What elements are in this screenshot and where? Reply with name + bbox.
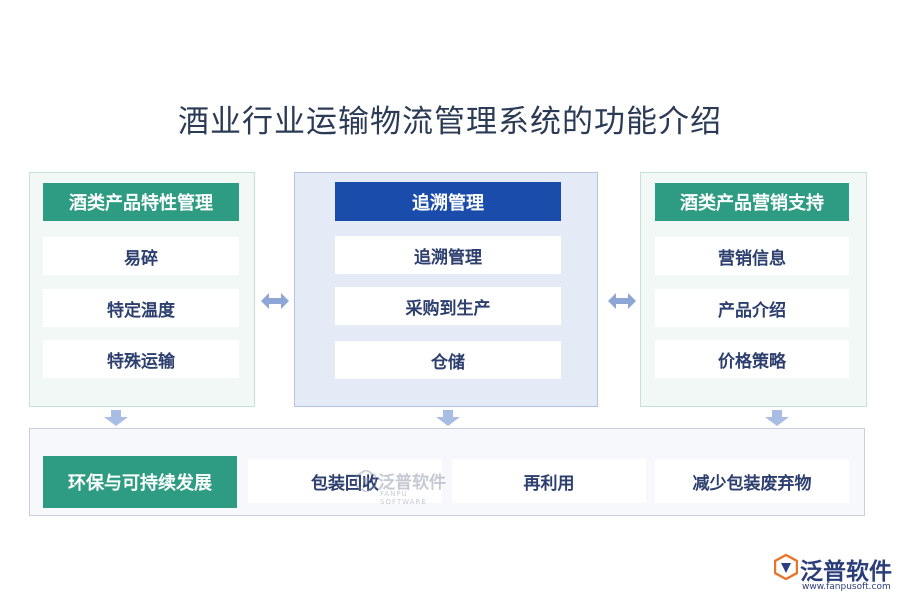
brand-logo: 泛普软件 www.fanpusoft.com xyxy=(774,552,894,598)
panel-header: 酒类产品特性管理 xyxy=(43,183,239,221)
down-arrow-icon xyxy=(765,410,789,426)
list-item: 追溯管理 xyxy=(335,236,561,274)
list-item: 再利用 xyxy=(452,459,646,503)
down-arrow-icon xyxy=(104,410,128,426)
panel-header: 环保与可持续发展 xyxy=(43,456,237,508)
down-arrow-icon xyxy=(436,410,460,426)
list-item: 营销信息 xyxy=(655,237,849,275)
fanpu-logo-icon xyxy=(356,470,376,492)
panel-sustainability: 环保与可持续发展 包装回收 再利用 减少包装废弃物 xyxy=(29,428,865,516)
list-item: 包装回收 xyxy=(248,459,442,503)
panel-header: 追溯管理 xyxy=(335,182,561,221)
watermark-subtext: FANPU SOFTWARE xyxy=(380,490,427,506)
brand-url: www.fanpusoft.com xyxy=(802,582,891,592)
panel-traceability: 追溯管理 追溯管理 采购到生产 仓储 xyxy=(294,172,598,407)
list-item: 特殊运输 xyxy=(43,340,239,378)
double-arrow-icon xyxy=(261,293,289,309)
brand-name: 泛普软件 xyxy=(800,559,892,585)
list-item: 采购到生产 xyxy=(335,287,561,325)
panel-marketing-support: 酒类产品营销支持 营销信息 产品介绍 价格策略 xyxy=(640,172,867,407)
watermark-text: 泛普软件 xyxy=(378,473,446,493)
fanpu-logo-icon xyxy=(774,554,798,580)
watermark: 泛普软件 FANPU SOFTWARE xyxy=(356,466,456,506)
list-item: 减少包装废弃物 xyxy=(655,459,849,503)
panel-product-characteristics: 酒类产品特性管理 易碎 特定温度 特殊运输 xyxy=(29,172,255,407)
double-arrow-icon xyxy=(608,293,636,309)
page-title: 酒业行业运输物流管理系统的功能介绍 xyxy=(178,104,722,140)
panel-header: 酒类产品营销支持 xyxy=(655,183,849,221)
list-item: 价格策略 xyxy=(655,340,849,378)
list-item: 易碎 xyxy=(43,237,239,275)
list-item: 特定温度 xyxy=(43,289,239,327)
list-item: 产品介绍 xyxy=(655,289,849,327)
list-item: 仓储 xyxy=(335,341,561,379)
